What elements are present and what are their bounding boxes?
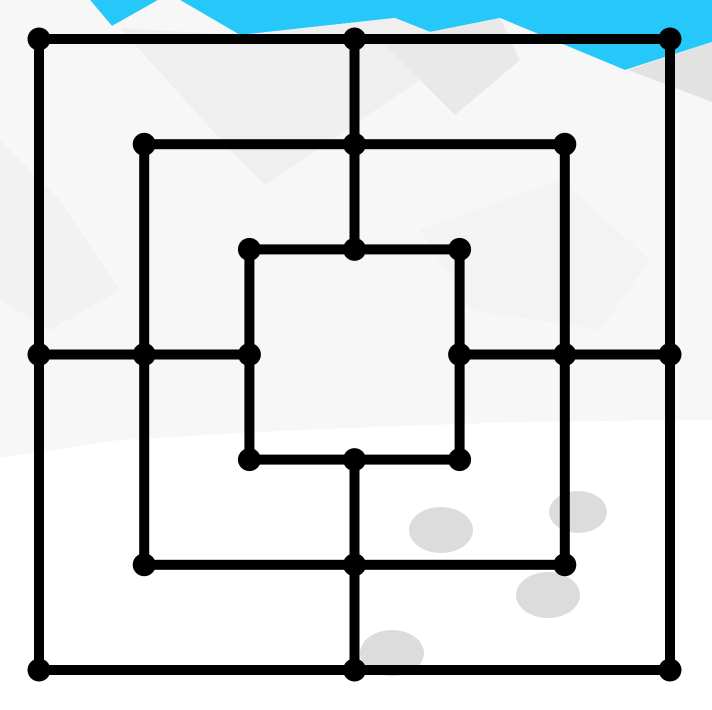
board-point-ring2-top-right[interactable] xyxy=(553,132,577,156)
board-point-ring3-top-center[interactable] xyxy=(343,237,366,261)
board-points xyxy=(27,27,682,682)
board-point-ring3-bottom-left[interactable] xyxy=(237,448,261,472)
board-point-ring1-middle-left[interactable] xyxy=(27,343,51,366)
board-point-ring1-top-left[interactable] xyxy=(27,27,51,51)
rock xyxy=(549,491,607,533)
mountain-facet xyxy=(0,140,120,330)
board-point-ring3-top-right[interactable] xyxy=(448,237,472,261)
board-point-ring3-bottom-center[interactable] xyxy=(343,448,366,472)
board-point-ring1-middle-right[interactable] xyxy=(658,343,682,366)
rock xyxy=(516,572,580,618)
board-point-ring1-bottom-center[interactable] xyxy=(343,658,366,682)
board-point-ring2-bottom-left[interactable] xyxy=(132,553,156,577)
mountain-facet xyxy=(380,18,520,115)
board-point-ring3-middle-left[interactable] xyxy=(237,343,261,366)
board-point-ring2-middle-left[interactable] xyxy=(132,343,156,366)
rock xyxy=(409,507,473,553)
board-point-ring2-middle-right[interactable] xyxy=(553,343,577,366)
rock xyxy=(360,630,424,676)
board-point-ring3-middle-right[interactable] xyxy=(448,343,472,366)
rocks xyxy=(360,491,607,676)
board-point-ring3-top-left[interactable] xyxy=(237,237,261,261)
board-ring-3 xyxy=(244,244,465,465)
board-point-ring2-top-left[interactable] xyxy=(132,132,156,156)
board-point-ring2-bottom-center[interactable] xyxy=(343,553,366,577)
board-point-ring1-bottom-right[interactable] xyxy=(658,658,682,682)
board-point-ring2-top-center[interactable] xyxy=(343,132,366,156)
board-point-ring2-bottom-right[interactable] xyxy=(553,553,577,577)
board-point-ring1-bottom-left[interactable] xyxy=(27,658,51,682)
board-point-ring1-top-center[interactable] xyxy=(343,27,366,51)
board-point-ring3-bottom-right[interactable] xyxy=(448,448,472,472)
board-point-ring1-top-right[interactable] xyxy=(658,27,682,51)
